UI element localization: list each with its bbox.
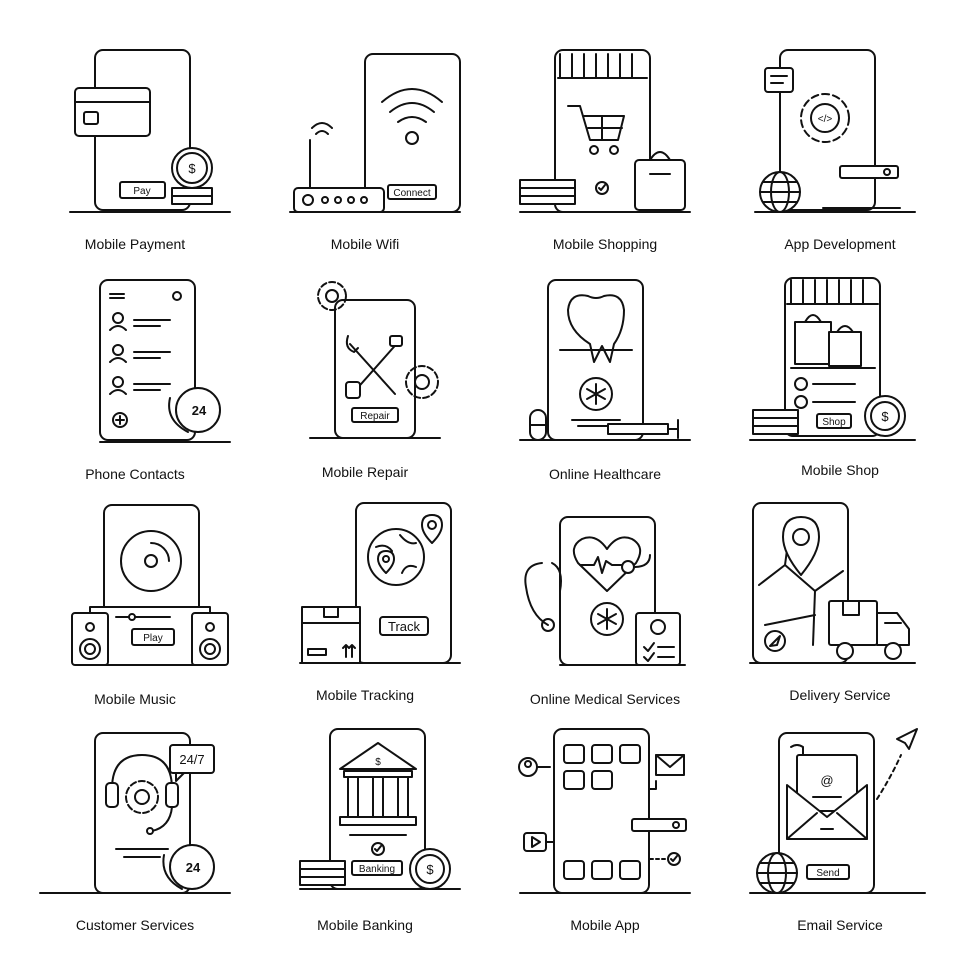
mobile-repair-icon: Repair xyxy=(250,270,480,450)
phone-contacts-icon: 24 xyxy=(20,270,250,450)
caption-mobile-app: Mobile App xyxy=(570,917,640,933)
send-button-label: Send xyxy=(816,868,839,879)
availability-badge: 24/7 xyxy=(179,752,204,767)
caption-app-development: App Development xyxy=(784,236,896,252)
mobile-app-icon xyxy=(490,725,720,905)
contacts-24-label: 24 xyxy=(192,403,207,418)
caption-phone-contacts: Phone Contacts xyxy=(85,466,185,482)
caption-email-service: Email Service xyxy=(797,917,883,933)
icon-tile-delivery-service: Delivery Service xyxy=(725,495,955,725)
icon-tile-mobile-music: Play Mobile Music xyxy=(20,495,250,725)
caption-online-healthcare: Online Healthcare xyxy=(548,466,662,482)
caption-mobile-shopping: Mobile Shopping xyxy=(552,236,658,252)
delivery-service-icon xyxy=(725,495,955,675)
svg-text:$: $ xyxy=(881,409,889,424)
shop-button-label: Shop xyxy=(822,417,846,428)
icon-tile-online-medical-services: Online Medical Services xyxy=(490,495,720,725)
email-service-icon: @ Send xyxy=(725,725,955,905)
icon-tile-mobile-wifi: Connect Mobile Wifi xyxy=(250,40,480,270)
icon-tile-app-development: </> App Development xyxy=(725,40,955,270)
mobile-shopping-icon xyxy=(490,40,720,220)
support-24-label: 24 xyxy=(186,860,201,875)
customer-services-icon: 24/7 24 xyxy=(20,725,250,905)
pay-button-label: Pay xyxy=(133,186,150,197)
caption-mobile-banking: Mobile Banking xyxy=(317,917,413,933)
caption-mobile-repair: Mobile Repair xyxy=(321,464,409,480)
caption-mobile-shop: Mobile Shop xyxy=(801,462,879,478)
svg-text:$: $ xyxy=(426,862,434,877)
icon-tile-mobile-shop: Shop $ Mobile Shop xyxy=(725,270,955,500)
mobile-tracking-icon: Track xyxy=(250,495,480,675)
mobile-banking-icon: $ Banking $ xyxy=(250,725,480,905)
icon-tile-customer-services: 24/7 24 Customer Services xyxy=(20,725,250,955)
caption-mobile-music: Mobile Music xyxy=(94,691,176,707)
mobile-music-icon: Play xyxy=(20,495,250,675)
online-healthcare-icon xyxy=(490,270,720,450)
icon-tile-phone-contacts: 24 Phone Contacts xyxy=(20,270,250,500)
icon-tile-email-service: @ Send Email Service xyxy=(725,725,955,955)
banking-button-label: Banking xyxy=(359,864,395,875)
app-development-icon: </> xyxy=(725,40,955,220)
caption-mobile-tracking: Mobile Tracking xyxy=(315,687,415,703)
icon-tile-mobile-shopping: Mobile Shopping xyxy=(490,40,720,270)
icon-tile-mobile-banking: $ Banking $ Mobile Banking xyxy=(250,725,480,955)
icon-tile-online-healthcare: Online Healthcare xyxy=(490,270,720,500)
mobile-shop-icon: Shop $ xyxy=(725,270,955,450)
mobile-wifi-icon: Connect xyxy=(250,40,480,220)
caption-online-medical-services: Online Medical Services xyxy=(529,691,681,707)
caption-mobile-wifi: Mobile Wifi xyxy=(330,236,400,252)
repair-button-label: Repair xyxy=(360,411,390,422)
icon-tile-mobile-repair: Repair Mobile Repair xyxy=(250,270,480,500)
mobile-payment-icon: Pay $ xyxy=(20,40,250,220)
connect-button-label: Connect xyxy=(393,188,430,199)
play-button-label: Play xyxy=(143,633,162,644)
svg-text:$: $ xyxy=(375,757,381,768)
track-button-label: Track xyxy=(388,619,421,634)
svg-text:$: $ xyxy=(188,161,196,176)
svg-text:@: @ xyxy=(820,773,833,788)
icon-tile-mobile-tracking: Track Mobile Tracking xyxy=(250,495,480,725)
caption-customer-services: Customer Services xyxy=(75,917,195,933)
icon-tile-mobile-app: Mobile App xyxy=(490,725,720,955)
icon-tile-mobile-payment: Pay $ Mobile Payment xyxy=(20,40,250,270)
caption-delivery-service: Delivery Service xyxy=(789,687,891,703)
caption-mobile-payment: Mobile Payment xyxy=(84,236,186,252)
svg-text:</>: </> xyxy=(818,114,833,125)
online-medical-services-icon xyxy=(490,495,720,675)
